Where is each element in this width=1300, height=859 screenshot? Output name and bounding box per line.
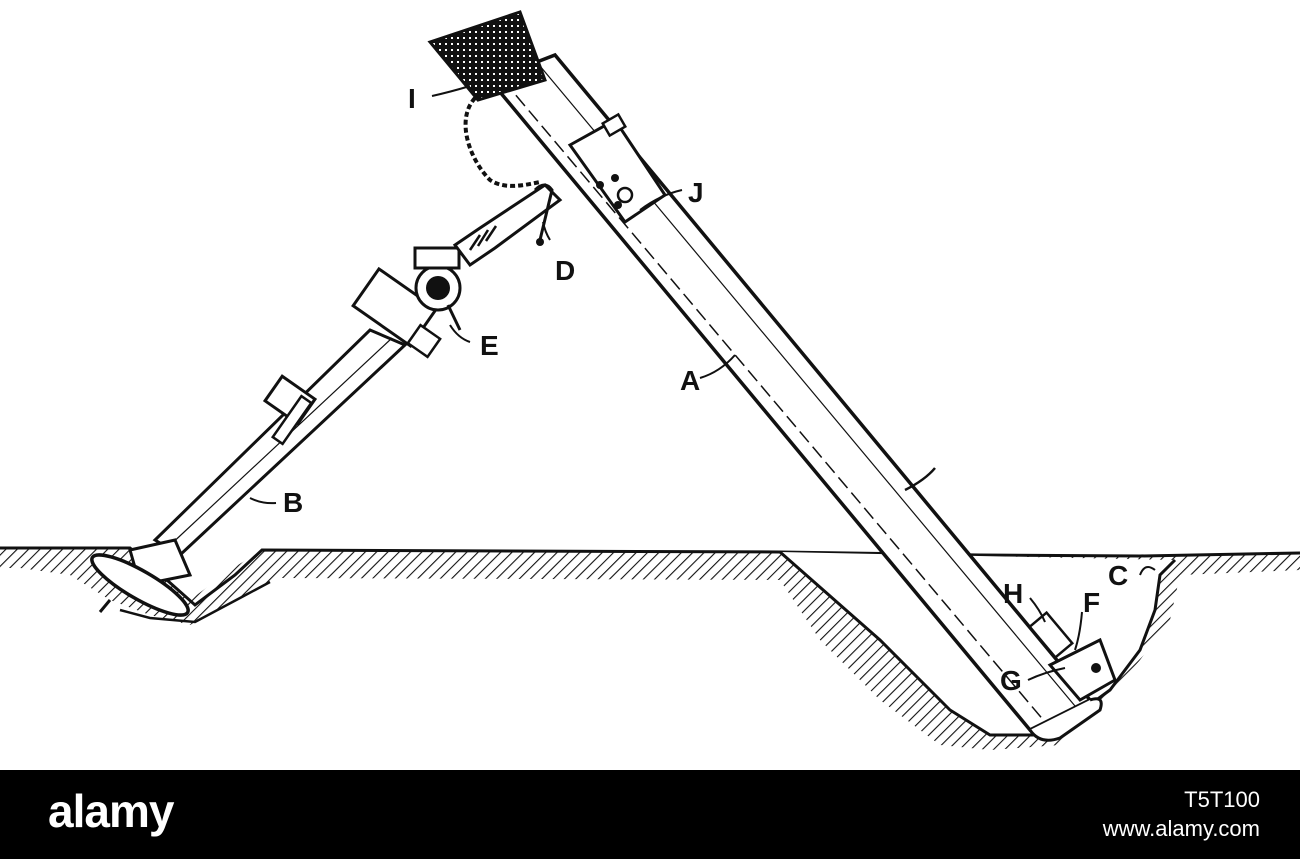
leader-lines bbox=[249, 85, 1156, 681]
brand-logo: alamy bbox=[48, 785, 174, 837]
label-j: J bbox=[688, 177, 704, 208]
image-id: T5T100 bbox=[1184, 787, 1260, 812]
label-g: G bbox=[1000, 665, 1022, 696]
elevating-mechanism bbox=[351, 246, 462, 359]
label-e: E bbox=[480, 330, 499, 361]
label-f: F bbox=[1083, 587, 1100, 618]
image-meta: T5T100 www.alamy.com bbox=[1103, 786, 1260, 844]
label-b: B bbox=[283, 487, 303, 518]
label-a: A bbox=[680, 365, 700, 396]
muzzle-cover bbox=[427, 10, 547, 188]
label-c: C bbox=[1108, 560, 1128, 591]
traversing-screw bbox=[452, 183, 563, 268]
label-i: I bbox=[408, 83, 416, 114]
ground-with-trench bbox=[0, 546, 1300, 750]
bipod-leg bbox=[90, 328, 408, 617]
mortar-diagram: I J D E A B C H F G bbox=[0, 10, 1300, 750]
sight-clamp bbox=[567, 112, 668, 225]
label-h: H bbox=[1003, 578, 1023, 609]
label-d: D bbox=[555, 255, 575, 286]
part-labels: I J D E A B C H F G bbox=[283, 83, 1128, 696]
site-url: www.alamy.com bbox=[1102, 816, 1260, 841]
watermark-footer: alamy T5T100 www.alamy.com bbox=[0, 770, 1300, 859]
